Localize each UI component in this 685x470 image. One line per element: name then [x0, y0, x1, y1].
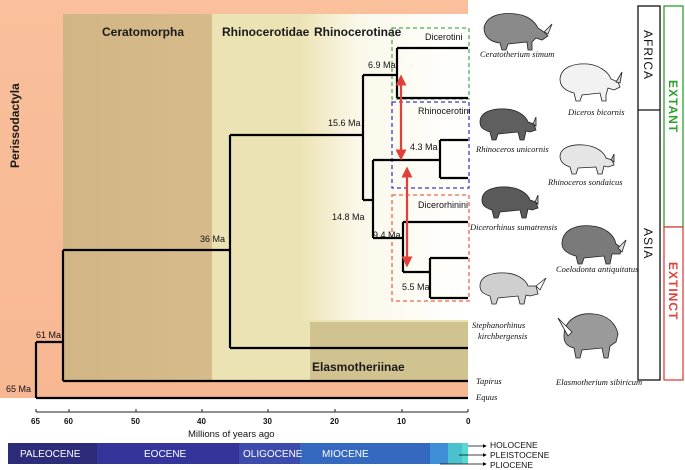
tree-coelodonta	[428, 256, 468, 300]
white-rhino-icon	[483, 13, 553, 51]
tree-asian	[371, 158, 440, 240]
species-stephanorhinus-kirchbergensis-2: kirchbergensis	[478, 331, 528, 341]
species-dicerorhinus-sumatrensis: Dicerorhinus sumatrensis	[469, 222, 558, 232]
species-coelodonta-antiquitatus: Coelodonta antiquitatus	[556, 264, 639, 274]
tick-65: 65	[31, 417, 40, 426]
indian-rhino-icon	[479, 108, 537, 141]
rhinocerotini-box	[391, 101, 470, 189]
epoch-pliocene-label: PLIOCENE	[490, 460, 533, 470]
epoch-holocene	[462, 443, 468, 464]
epoch-eocene-label: EOCENE	[144, 449, 187, 460]
merck-rhino-icon	[479, 272, 547, 305]
region-bracket	[637, 5, 661, 381]
rhinocerotinae-label: Rhinocerotinae	[314, 25, 402, 39]
node-age-9-4: 9.4 Ma	[373, 230, 401, 240]
epoch-pliocene	[430, 443, 448, 464]
dicerorhinini-label: Dicerorhinini	[418, 200, 468, 210]
species-ceratotherium-simum: Ceratotherium simum	[480, 49, 554, 59]
tick-20: 20	[330, 417, 339, 426]
sumatran-rhino-icon	[481, 186, 539, 219]
epoch-holocene-label: HOLOCENE	[490, 440, 538, 450]
tree-rhinocerotidae	[228, 133, 468, 350]
tree-rhinocerotini	[438, 138, 468, 180]
rhinocerotidae-label: Rhinocerotidae	[222, 25, 310, 39]
epoch-pleistocene	[448, 443, 462, 464]
species-rhinoceros-sondaicus: Rhinoceros sondaicus	[547, 177, 623, 187]
species-equus: Equus	[475, 392, 498, 402]
tick-10: 10	[397, 417, 406, 426]
region-africa: AFRICA	[641, 30, 655, 80]
species-diceros-bicornis: Diceros bicornis	[567, 107, 625, 117]
black-rhino-icon	[559, 63, 623, 102]
species-elasmotherium-sibiricum: Elasmotherium sibiricum	[555, 377, 642, 387]
node-age-14-8: 14.8 Ma	[332, 212, 365, 222]
tick-40: 40	[197, 417, 206, 426]
epoch-eocene	[97, 443, 239, 464]
elasmotherium-icon	[557, 313, 619, 359]
tree-rhinocerotinae	[361, 73, 397, 202]
tick-0: 0	[466, 417, 471, 426]
epoch-oligocene	[239, 443, 300, 464]
javan-rhino-icon	[559, 144, 615, 175]
ceratomorpha-label: Ceratomorpha	[102, 25, 184, 39]
node-age-65: 65 Ma	[6, 384, 31, 394]
tick-30: 30	[263, 417, 272, 426]
node-age-61: 61 Ma	[36, 330, 61, 340]
dicerorhinini-box	[391, 194, 470, 302]
node-age-5-5: 5.5 Ma	[402, 282, 430, 292]
elasmotheriinae-band	[310, 322, 468, 381]
epoch-miocene-label: MIOCENE	[322, 449, 369, 460]
dicerotini-label: Dicerotini	[425, 32, 463, 42]
species-stephanorhinus-kirchbergensis-1: Stephanorhinus	[472, 320, 526, 330]
node-age-36: 36 Ma	[200, 234, 225, 244]
epoch-miocene	[300, 443, 430, 464]
epoch-paleocene	[8, 443, 97, 464]
epoch-oligocene-label: OLIGOCENE	[243, 449, 303, 460]
status-extant: EXTANT	[666, 80, 680, 133]
epoch-pleistocene-label: PLEISTOCENE	[490, 450, 550, 460]
tick-60: 60	[64, 417, 73, 426]
node-age-6-9: 6.9 Ma	[368, 60, 396, 70]
node-age-15-6: 15.6 Ma	[328, 118, 361, 128]
dicerotini-box	[391, 27, 470, 100]
extinct-bracket	[663, 226, 684, 381]
epoch-paleocene-label: PALEOCENE	[20, 449, 81, 460]
region-asia: ASIA	[641, 228, 655, 259]
elasmotheriinae-label: Elasmotheriinae	[312, 360, 405, 374]
axis-title: Millions of years ago	[188, 429, 275, 440]
species-tapirus: Tapirus	[476, 376, 502, 386]
time-axis: 65 60 50 40 30 20 10 0 Millions of years…	[31, 409, 471, 440]
perissodactyla-label: Perissodactyla	[8, 83, 22, 168]
rhinocerotini-label: Rhinocerotini	[418, 106, 471, 116]
tree-root	[34, 340, 468, 400]
tick-50: 50	[131, 417, 140, 426]
epoch-bar: PALEOCENE EOCENE OLIGOCENE MIOCENE HOLOC…	[8, 440, 550, 470]
status-extinct: EXTINCT	[666, 262, 680, 320]
node-age-4-3: 4.3 Ma	[410, 142, 438, 152]
species-rhinoceros-unicornis: Rhinoceros unicornis	[475, 144, 549, 154]
tree-tapirus	[61, 248, 468, 383]
woolly-rhino-icon	[561, 225, 627, 265]
